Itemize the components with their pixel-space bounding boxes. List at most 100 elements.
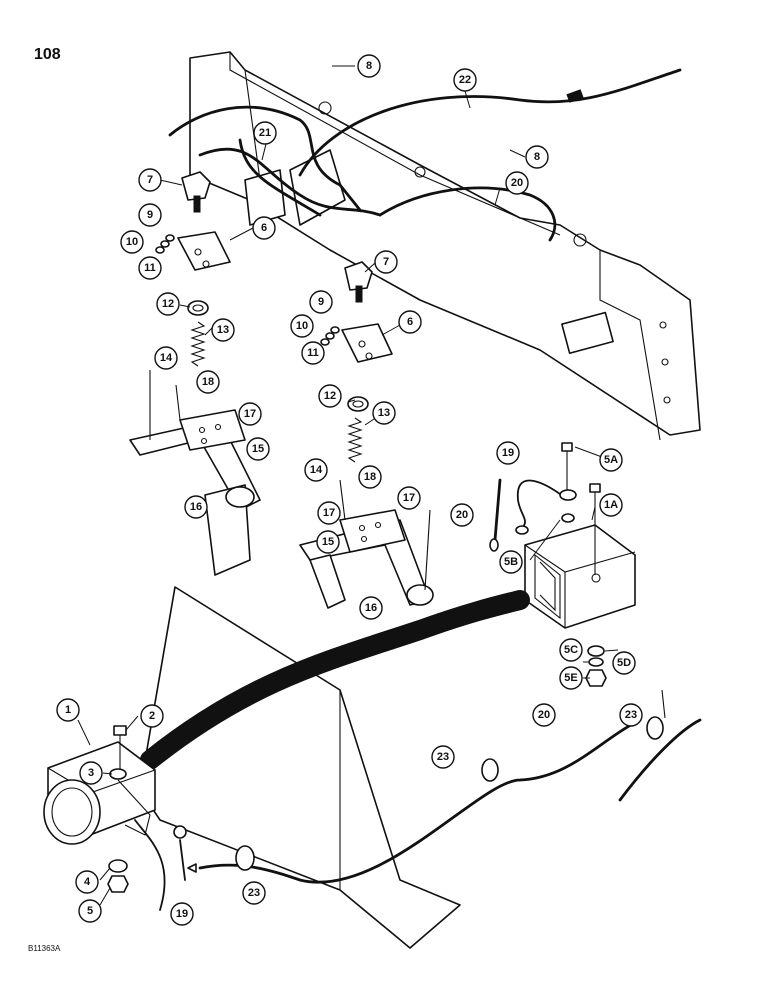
svg-text:13: 13 [378, 407, 390, 419]
svg-text:9: 9 [318, 296, 324, 308]
svg-text:1: 1 [65, 704, 71, 716]
pedal-assembly-left [129, 370, 261, 576]
wire-21 [168, 105, 382, 217]
spring-13-left [190, 321, 206, 367]
svg-text:23: 23 [437, 751, 449, 763]
svg-text:5C: 5C [564, 644, 578, 656]
bracket-6-left [177, 231, 231, 271]
svg-text:5B: 5B [504, 556, 518, 568]
wire-20-short [489, 478, 502, 552]
svg-text:12: 12 [324, 390, 336, 402]
svg-text:8: 8 [366, 60, 372, 72]
svg-text:14: 14 [310, 464, 323, 476]
svg-text:16: 16 [190, 501, 202, 513]
svg-text:5D: 5D [617, 657, 631, 669]
svg-text:10: 10 [296, 320, 308, 332]
svg-text:5: 5 [87, 905, 93, 917]
hardware-9-10-11-right [320, 326, 340, 346]
svg-text:7: 7 [383, 256, 389, 268]
svg-text:10: 10 [126, 236, 138, 248]
switch-7-left [181, 171, 211, 213]
callout-5c: 5C [559, 638, 583, 662]
callout-16-a: 16 [184, 495, 208, 519]
leader-lines [77, 65, 619, 906]
callout-23-c: 23 [619, 703, 643, 727]
svg-text:15: 15 [322, 536, 334, 548]
alarm-1 [43, 741, 156, 845]
callout-11-b: 11 [301, 341, 325, 365]
svg-text:6: 6 [407, 316, 413, 328]
callout-5a: 5A [599, 448, 623, 472]
svg-text:11: 11 [307, 347, 319, 359]
callout-7-b: 7 [374, 250, 398, 274]
callout-3: 3 [79, 761, 103, 785]
svg-text:4: 4 [84, 876, 91, 888]
callout-10-a: 10 [120, 230, 144, 254]
svg-text:9: 9 [147, 209, 153, 221]
callout-19-b: 19 [170, 902, 194, 926]
callout-22: 22 [453, 68, 477, 92]
callout-5e: 5E [559, 666, 583, 690]
svg-text:18: 18 [202, 376, 214, 388]
wire-22 [298, 68, 682, 177]
svg-text:16: 16 [365, 602, 377, 614]
hose-black [140, 590, 530, 770]
wire-20-lower [187, 718, 702, 884]
callout-9-a: 9 [138, 203, 162, 227]
svg-text:17: 17 [244, 408, 256, 420]
callout-13-b: 13 [372, 401, 396, 425]
callout-12-a: 12 [156, 292, 180, 316]
svg-text:5E: 5E [564, 672, 577, 684]
callout-9-b: 9 [309, 290, 333, 314]
page-number: 108 [34, 46, 61, 63]
callout-6-b: 6 [398, 310, 422, 334]
callout-23-a: 23 [242, 881, 266, 905]
wire-19-right [515, 479, 561, 535]
callout-1a: 1A [599, 493, 623, 517]
callout-8-a: 8 [357, 54, 381, 78]
callout-5: 5 [78, 899, 102, 923]
svg-text:21: 21 [259, 127, 271, 139]
spring-13-right [347, 417, 363, 463]
svg-text:20: 20 [456, 509, 468, 521]
callout-5d: 5D [612, 651, 636, 675]
callout-15-b: 15 [316, 530, 340, 554]
callout-20-b: 20 [450, 503, 474, 527]
svg-text:7: 7 [147, 174, 153, 186]
callout-20-a: 20 [505, 171, 529, 195]
callout-1: 1 [56, 698, 80, 722]
svg-text:19: 19 [176, 908, 188, 920]
callout-17-a: 17 [238, 402, 262, 426]
svg-text:23: 23 [248, 887, 260, 899]
callout-10-b: 10 [290, 314, 314, 338]
switch-7-right [344, 261, 373, 303]
svg-text:8: 8 [534, 151, 540, 163]
svg-text:13: 13 [217, 324, 229, 336]
callout-18-a: 18 [196, 370, 220, 394]
svg-text:14: 14 [160, 352, 173, 364]
callout-7-a: 7 [138, 168, 162, 192]
callout-14-b: 14 [304, 458, 328, 482]
svg-text:12: 12 [162, 298, 174, 310]
hardware-2-3-4-5 [107, 725, 129, 893]
figure-code: B11363A [28, 944, 61, 953]
bracket-6-right [341, 323, 393, 363]
callout-14-a: 14 [154, 346, 178, 370]
bolts-5a-5b-5c-5d-5e [559, 442, 607, 687]
svg-text:15: 15 [252, 443, 264, 455]
callout-2: 2 [140, 704, 164, 728]
callout-5b: 5B [499, 550, 523, 574]
svg-text:17: 17 [323, 507, 335, 519]
svg-text:5A: 5A [604, 454, 618, 466]
svg-text:6: 6 [261, 222, 267, 234]
svg-text:20: 20 [511, 177, 523, 189]
callout-23-b: 23 [431, 745, 455, 769]
svg-text:11: 11 [144, 262, 156, 274]
svg-text:20: 20 [538, 709, 550, 721]
callout-19-a: 19 [496, 441, 520, 465]
frame-rail [189, 51, 701, 441]
callout-21: 21 [253, 121, 277, 145]
callout-16-b: 16 [359, 596, 383, 620]
svg-text:19: 19 [502, 447, 514, 459]
